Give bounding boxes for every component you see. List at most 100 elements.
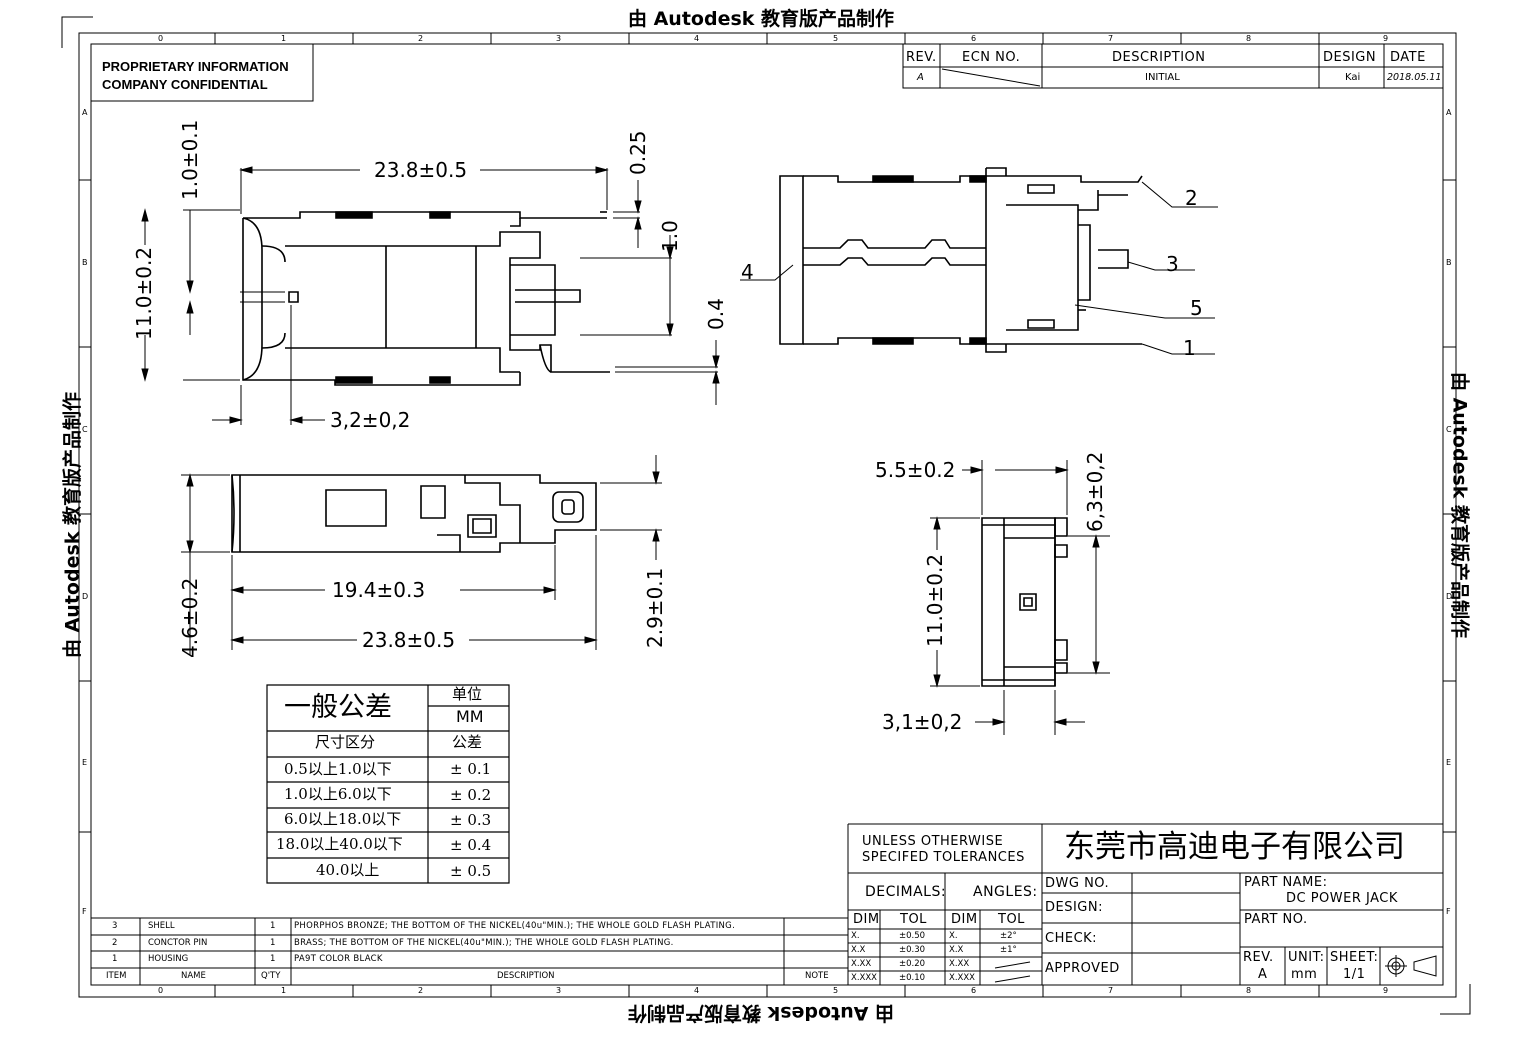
rev-header-date: DATE	[1390, 50, 1426, 65]
tol-ang-dim-0: X.	[949, 931, 958, 941]
title-rev-label: REV.	[1243, 950, 1274, 965]
tol-specified: SPECIFED TOLERANCES	[862, 850, 1025, 865]
tol-ang-dim-3: X.XXX	[949, 973, 975, 983]
title-check: CHECK:	[1045, 931, 1098, 946]
bom-description-2: PA9T COLOR BLACK	[294, 954, 383, 964]
rev-row-rev: A	[917, 72, 924, 83]
tolerance-range-3: 18.0以上40.0以下	[276, 835, 403, 853]
rev-header-design: DESIGN	[1323, 50, 1377, 65]
dim-top-width: 11.0±0.2	[132, 246, 156, 340]
title-unit-label: UNIT:	[1288, 950, 1325, 965]
dim-top-thickness: 0.25	[626, 130, 650, 175]
zone-col-top-9: 9	[1383, 34, 1389, 43]
tol-dec-dim-1: X.X	[851, 945, 866, 955]
zone-col-bottom-8: 8	[1246, 986, 1252, 995]
title-design: DESIGN:	[1045, 900, 1103, 915]
tol-dec-tol-0: ±0.50	[899, 931, 926, 941]
bom-qty-0: 1	[270, 921, 276, 931]
tolerance-range-2: 6.0以上18.0以下	[284, 810, 402, 828]
dim-top-length: 23.8±0.5	[374, 158, 468, 182]
tolerance-tol-3: ± 0.4	[450, 836, 492, 854]
dim-end-body: 3,1±0,2	[882, 710, 963, 734]
side-view-dim-lines	[181, 455, 662, 655]
bom-header-item: ITEM	[106, 971, 127, 981]
dim-end-pin-height: 6,3±0,2	[1083, 451, 1107, 532]
tolerance-tol-0: ± 0.1	[450, 760, 492, 778]
rev-row-description: INITIAL	[1145, 72, 1180, 83]
tolerance-table-grid	[267, 685, 509, 883]
top-view	[240, 212, 718, 385]
rev-row-design: Kai	[1345, 72, 1361, 83]
bom-item-0: 3	[112, 921, 118, 931]
dim-top-offset: 1.0±0.1	[178, 119, 202, 200]
proprietary-box	[91, 44, 313, 101]
zone-row-right-e: E	[1446, 758, 1452, 767]
tol-dec-dim-2: X.XX	[851, 959, 872, 969]
dim-side-body: 19.4±0.3	[332, 578, 426, 602]
zone-ticks	[79, 33, 1456, 997]
tol-dec-dim-3: X.XXX	[851, 973, 877, 983]
dim-end-height: 11.0±0.2	[923, 553, 947, 647]
tol-ang-tol-0: ±2°	[1000, 931, 1017, 941]
title-rev: A	[1258, 967, 1268, 982]
title-part-name-label: PART NAME:	[1244, 875, 1328, 890]
tol-dec-dim-0: X.	[851, 931, 860, 941]
tol-dim-header-2: DIM	[951, 912, 978, 927]
zone-row-right-d: D	[1446, 592, 1453, 601]
callout-1: 1	[1183, 336, 1196, 360]
callout-3: 3	[1166, 252, 1179, 276]
tol-angles: ANGLES:	[973, 884, 1038, 900]
bom-header-name: NAME	[181, 971, 206, 981]
bom-description-1: BRASS; THE BOTTOM OF THE NICKEL(40u"MIN.…	[294, 938, 674, 948]
rev-header-ecn: ECN NO.	[962, 50, 1021, 65]
zone-col-top-4: 4	[694, 34, 700, 43]
tol-dim-header-1: DIM	[853, 912, 880, 927]
tol-unless: UNLESS OTHERWISE	[862, 834, 1004, 849]
tolerance-tol-2: ± 0.3	[450, 811, 492, 829]
zone-row-right-a: A	[1446, 108, 1452, 117]
zone-col-top-2: 2	[418, 34, 424, 43]
top-view-dim-lines	[142, 167, 719, 425]
zone-row-left-b: B	[82, 258, 88, 267]
proprietary-line1: PROPRIETARY INFORMATION	[102, 59, 289, 74]
tol-dec-tol-3: ±0.10	[899, 973, 926, 983]
bom-description-0: PHORPHOS BRONZE; THE BOTTOM OF THE NICKE…	[294, 921, 736, 931]
end-view	[982, 518, 1067, 686]
title-sheet-label: SHEET:	[1330, 950, 1379, 965]
zone-row-left-d: D	[82, 592, 89, 601]
tol-dec-tol-2: ±0.20	[899, 959, 926, 969]
corner-mark-br	[1440, 984, 1470, 1014]
tol-ang-dim-2: X.XX	[949, 959, 970, 969]
title-part-name: DC POWER JACK	[1286, 891, 1398, 906]
tolerance-range-4: 40.0以上	[316, 861, 380, 879]
title-approved: APPROVED	[1045, 961, 1120, 976]
tolerance-tol-4: ± 0.5	[450, 862, 492, 880]
callout-4: 4	[741, 260, 754, 284]
title-part-no: PART NO.	[1244, 912, 1308, 927]
tolerance-col2: 公差	[452, 733, 483, 751]
title-sheet: 1/1	[1343, 967, 1366, 982]
side-view	[232, 475, 596, 552]
zone-col-top-8: 8	[1246, 34, 1252, 43]
callout-2: 2	[1185, 186, 1198, 210]
dim-end-width: 5.5±0.2	[875, 458, 956, 482]
watermark-top: 由 Autodesk 教育版产品制作	[627, 8, 895, 30]
proprietary-line2: COMPANY CONFIDENTIAL	[102, 77, 268, 92]
bom-item-1: 2	[112, 938, 118, 948]
tolerance-unit: MM	[456, 707, 484, 726]
bom-item-2: 1	[112, 954, 118, 964]
zone-col-bottom-3: 3	[556, 986, 562, 995]
rev-row-date: 2018.05.11	[1387, 72, 1442, 83]
rev-header-rev: REV.	[906, 50, 937, 65]
tol-tol-header-2: TOL	[998, 912, 1025, 927]
tolerance-range-1: 1.0以上6.0以下	[284, 785, 392, 803]
zone-col-bottom-2: 2	[418, 986, 424, 995]
corner-mark-tl	[62, 17, 93, 48]
tol-ang-tol-1: ±1°	[1000, 945, 1017, 955]
zone-col-bottom-6: 6	[971, 986, 977, 995]
tol-ang-dim-1: X.X	[949, 945, 964, 955]
callout-5: 5	[1190, 296, 1203, 320]
tol-decimals: DECIMALS:	[865, 884, 947, 900]
zone-row-right-b: B	[1446, 258, 1452, 267]
